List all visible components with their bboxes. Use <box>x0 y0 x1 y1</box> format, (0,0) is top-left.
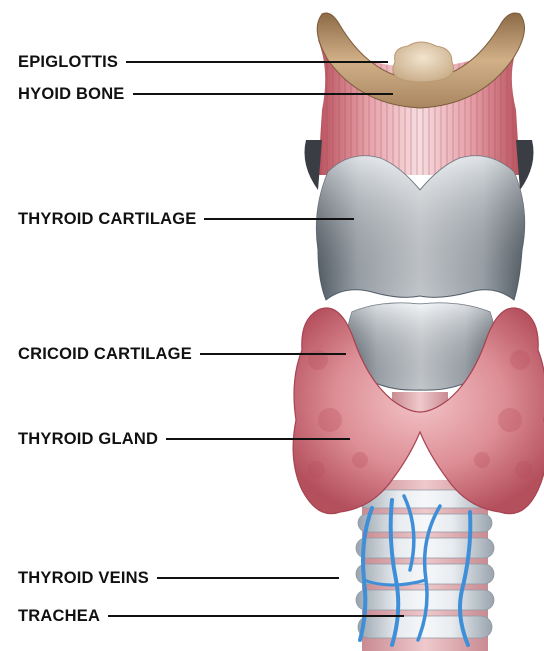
label-hyoid-bone-text: HYOID BONE <box>18 85 125 104</box>
label-epiglottis-text: EPIGLOTTIS <box>18 53 118 72</box>
label-cricoid-cartilage-text: CRICOID CARTILAGE <box>18 345 192 364</box>
epiglottis-shape <box>393 42 454 82</box>
label-cricoid-cartilage: CRICOID CARTILAGE <box>18 343 346 365</box>
label-epiglottis: EPIGLOTTIS <box>18 51 388 73</box>
leader-line-epiglottis <box>126 61 388 63</box>
leader-line-trachea <box>108 615 404 617</box>
label-thyroid-cartilage: THYROID CARTILAGE <box>18 208 354 230</box>
label-thyroid-cartilage-text: THYROID CARTILAGE <box>18 210 196 229</box>
leader-line-thyroid-veins <box>157 577 339 579</box>
leader-line-thyroid-cartilage <box>204 218 354 220</box>
label-trachea: TRACHEA <box>18 605 404 627</box>
label-thyroid-gland-text: THYROID GLAND <box>18 430 158 449</box>
leader-line-hyoid-bone <box>133 93 393 95</box>
leader-line-cricoid-cartilage <box>200 353 346 355</box>
label-hyoid-bone: HYOID BONE <box>18 83 393 105</box>
leader-line-thyroid-gland <box>166 438 350 440</box>
label-thyroid-veins: THYROID VEINS <box>18 567 339 589</box>
label-trachea-text: TRACHEA <box>18 607 100 626</box>
label-thyroid-veins-text: THYROID VEINS <box>18 569 149 588</box>
label-thyroid-gland: THYROID GLAND <box>18 428 350 450</box>
